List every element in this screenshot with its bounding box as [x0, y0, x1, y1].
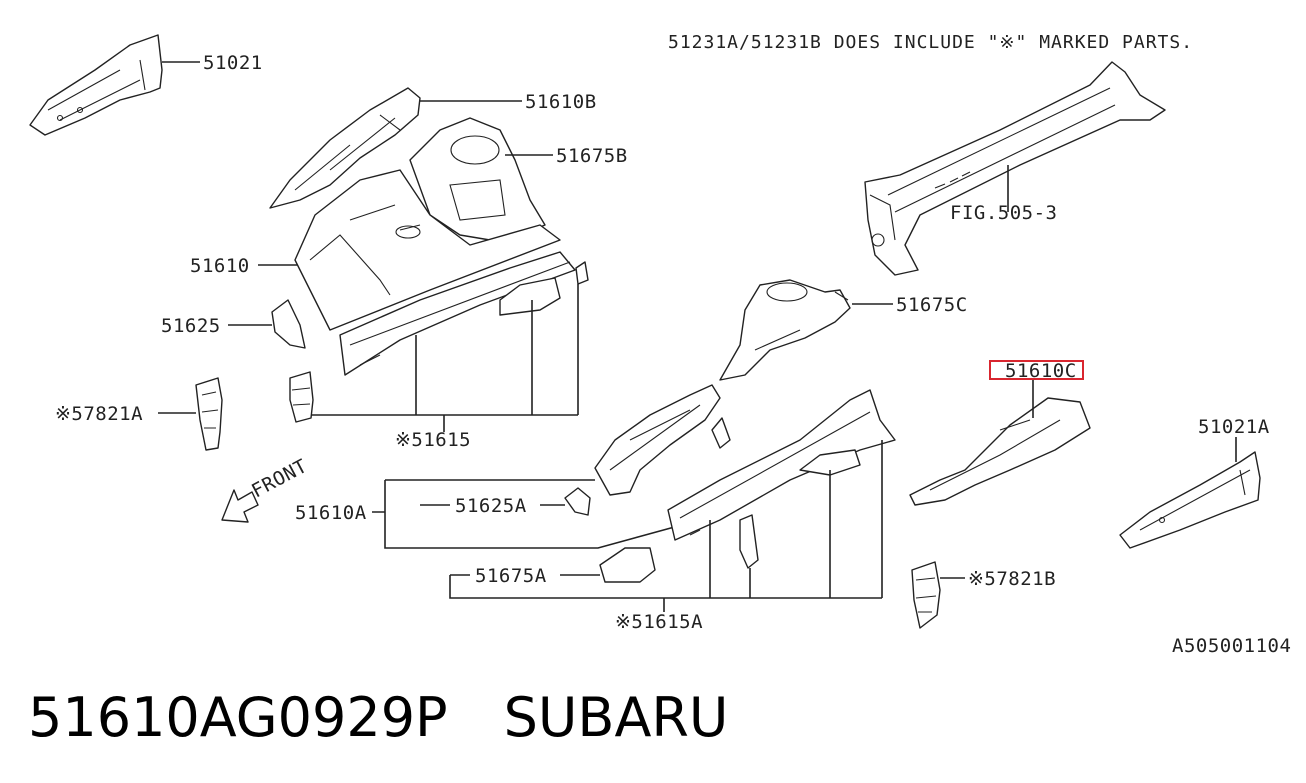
part-51610a-drawing [594, 384, 731, 496]
label-51625a: 51625A [455, 495, 527, 517]
label-51021: 51021 [203, 52, 263, 74]
label-51625: 51625 [161, 315, 221, 337]
label-51615: ※51615 [395, 429, 471, 451]
caption: 51610AG0929P SUBARU [28, 683, 728, 753]
brand-name: SUBARU [503, 686, 729, 749]
label-51021a: 51021A [1198, 416, 1270, 438]
part-51675c-drawing [719, 279, 851, 381]
part-51615-bracket-drawing [289, 261, 589, 423]
label-51610c: 51610C [1005, 360, 1077, 382]
part-51625a-drawing [564, 487, 591, 516]
label-51675c: 51675C [896, 294, 968, 316]
label-51675a: 51675A [475, 565, 547, 587]
part-51675a-drawing [599, 547, 656, 583]
highlight-box-51610c [989, 360, 1084, 380]
reference-code: A505001104 [1172, 635, 1291, 657]
label-57821a: ※57821A [55, 403, 143, 425]
part-57821a-drawing [195, 377, 223, 451]
part-51625-drawing [271, 299, 306, 349]
label-51615a: ※51615A [615, 611, 703, 633]
part-51610-drawing [294, 169, 561, 331]
label-51675b: 51675B [556, 145, 628, 167]
fig-505-3-drawing [864, 61, 1166, 276]
label-57821b: ※57821B [968, 568, 1056, 590]
part-51615a-drawing [667, 389, 896, 569]
part-51615-rail-drawing [339, 251, 576, 376]
label-51610: 51610 [190, 255, 250, 277]
label-fig-505-3: FIG.505-3 [950, 202, 1057, 224]
part-51610b-drawing [269, 87, 421, 209]
part-57821b-drawing [911, 561, 941, 629]
label-51610b: 51610B [525, 91, 597, 113]
part-51021-drawing [29, 34, 163, 136]
part-51675b-drawing [409, 117, 546, 241]
part-51610c-drawing [909, 397, 1091, 506]
part-number: 51610AG0929P [28, 686, 448, 749]
part-51021a-drawing [1119, 451, 1261, 549]
label-51610a: 51610A [295, 502, 367, 524]
included-parts-note: 51231A/51231B DOES INCLUDE "※" MARKED PA… [668, 32, 1193, 53]
front-arrow-icon [221, 489, 259, 523]
front-label: FRONT [248, 455, 311, 502]
